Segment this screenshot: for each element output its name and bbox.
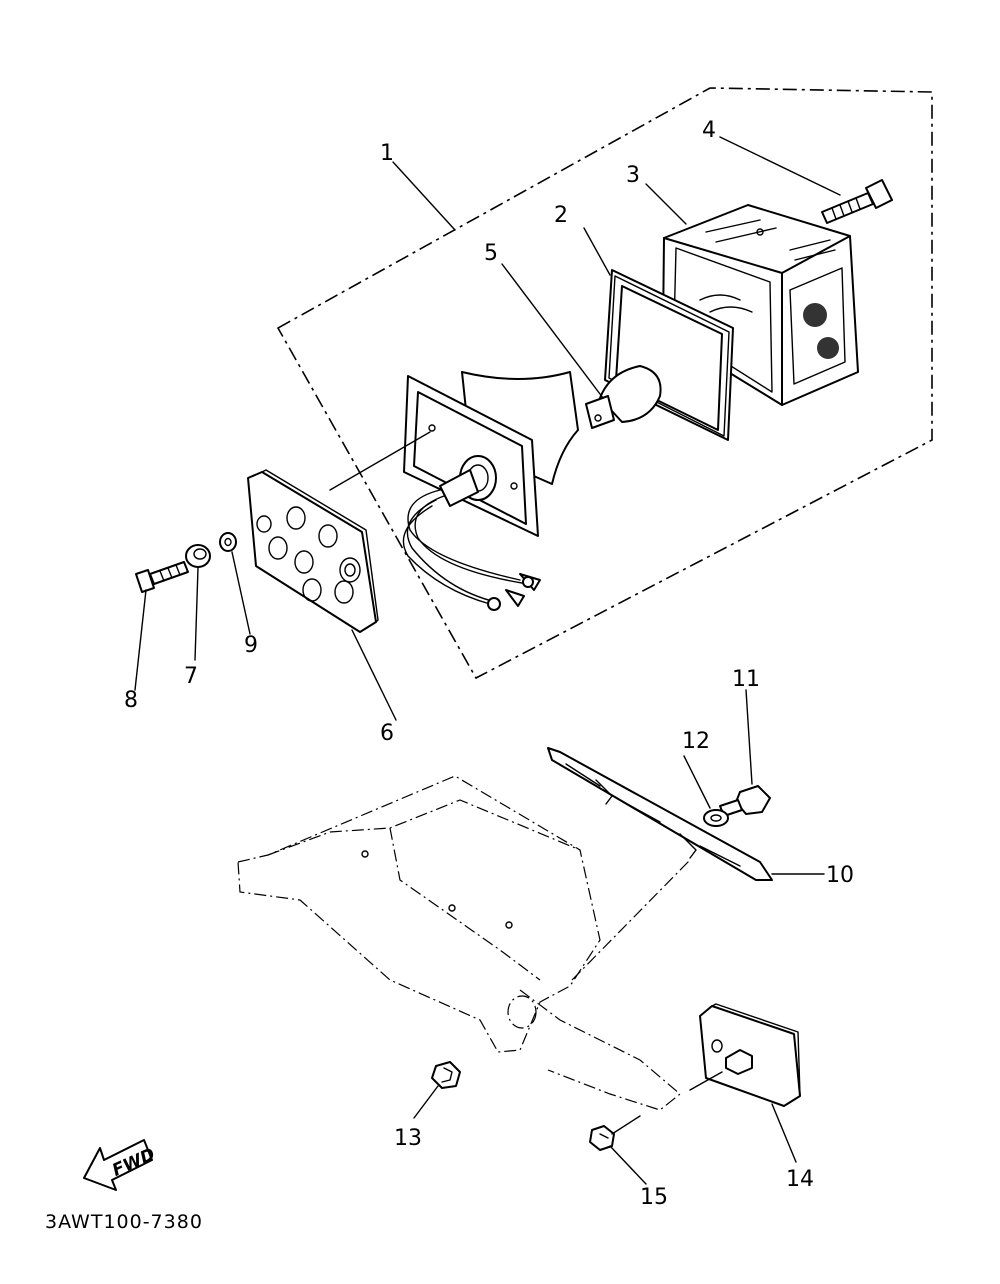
rear-reflector bbox=[689, 1003, 801, 1107]
nut-13 bbox=[431, 1061, 461, 1089]
callout-15: 15 bbox=[640, 1185, 668, 1210]
callout-7: 7 bbox=[184, 664, 198, 689]
callout-6: 6 bbox=[380, 721, 394, 746]
callout-labels: 1 2 3 4 5 6 7 8 9 10 11 12 13 14 15 bbox=[124, 118, 854, 1210]
bulb bbox=[585, 365, 662, 429]
nut-15 bbox=[589, 1125, 615, 1151]
callout-12: 12 bbox=[682, 729, 710, 754]
washer-7 bbox=[185, 544, 211, 568]
bracket-washer bbox=[703, 809, 729, 827]
bracket-bolt bbox=[719, 785, 771, 817]
callout-14: 14 bbox=[786, 1167, 814, 1192]
washer-9 bbox=[219, 532, 237, 552]
callout-8: 8 bbox=[124, 688, 138, 713]
tail-lamp-base bbox=[402, 371, 579, 611]
callout-4: 4 bbox=[702, 118, 716, 143]
lens-screw bbox=[821, 179, 893, 224]
callout-9: 9 bbox=[244, 633, 258, 658]
mounting-plate bbox=[247, 469, 379, 633]
callout-3: 3 bbox=[626, 163, 640, 188]
callout-1: 1 bbox=[380, 141, 394, 166]
assembly-boundary bbox=[276, 87, 933, 680]
callout-11: 11 bbox=[732, 667, 760, 692]
screw-8 bbox=[135, 561, 189, 593]
reflector-pattern bbox=[803, 303, 839, 359]
callout-2: 2 bbox=[554, 203, 568, 228]
callout-10: 10 bbox=[826, 863, 854, 888]
lamp-bracket bbox=[547, 747, 773, 881]
callout-13: 13 bbox=[394, 1126, 422, 1151]
rear-fender-reference bbox=[237, 775, 691, 1111]
fwd-arrow-icon: FWD bbox=[83, 1139, 158, 1191]
lens-gasket bbox=[604, 269, 734, 441]
leader-lines bbox=[134, 136, 841, 1185]
callout-5: 5 bbox=[484, 241, 498, 266]
drawing-code: 3AWT100-7380 bbox=[45, 1211, 203, 1233]
